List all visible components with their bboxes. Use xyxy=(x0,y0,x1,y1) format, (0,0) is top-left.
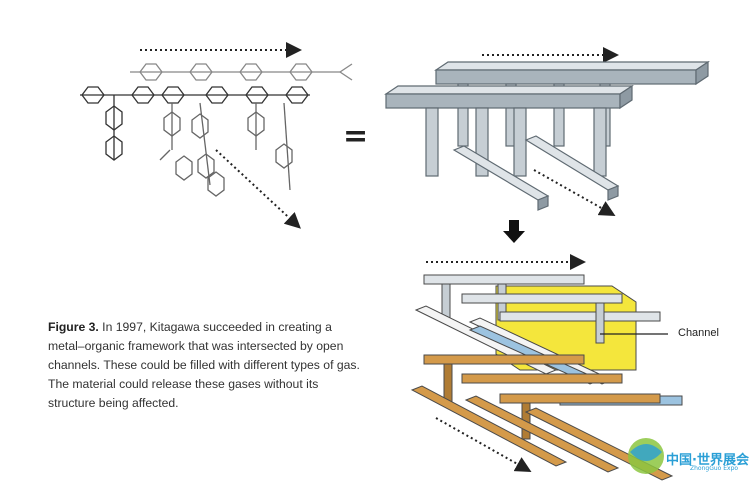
watermark-text: 中国·世界展会 xyxy=(666,453,749,468)
watermark-logo xyxy=(628,438,664,474)
caption-figure-number: Figure 3. xyxy=(48,320,99,334)
framework-top xyxy=(384,47,710,216)
framework-layered xyxy=(410,254,683,481)
equals-sign: = xyxy=(343,119,368,154)
caption-text: In 1997, Kitagawa succeeded in creating … xyxy=(48,320,360,410)
watermark-subtext: ZhongGuo Expo xyxy=(690,465,739,472)
figure-caption: Figure 3. In 1997, Kitagawa succeeded in… xyxy=(48,318,368,413)
molecular-structure xyxy=(80,42,353,229)
channel-label: Channel xyxy=(678,327,719,339)
down-arrow-icon xyxy=(503,220,525,243)
